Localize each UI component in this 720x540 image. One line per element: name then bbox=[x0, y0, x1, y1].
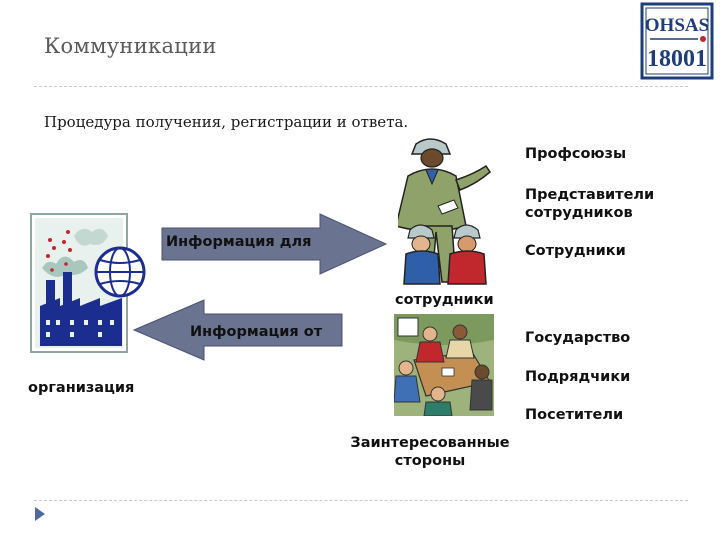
workers-label-representatives: Представители сотрудников bbox=[525, 187, 655, 221]
stakeholders-label-contractors: Подрядчики bbox=[525, 369, 631, 385]
logo-line2: 18001 bbox=[647, 46, 707, 72]
logo-line1: OHSAS bbox=[645, 15, 709, 36]
slide-title: Коммуникации bbox=[44, 34, 217, 58]
arrow-out-label: Информация от bbox=[190, 324, 323, 340]
stakeholders-caption-line1: Заинтересованные bbox=[350, 435, 510, 451]
workers-label-unions: Профсоюзы bbox=[525, 146, 627, 162]
arrow-left-to-organization bbox=[132, 298, 344, 362]
ohsas-logo: OHSAS 18001 bbox=[640, 2, 716, 82]
stakeholders-label-government: Государство bbox=[525, 330, 631, 346]
arrow-in-label-cont: сотрудники bbox=[395, 292, 494, 308]
bottom-divider bbox=[34, 500, 688, 501]
meeting-illustration bbox=[394, 314, 494, 416]
workers-illustration bbox=[398, 136, 502, 286]
nav-triangle-icon[interactable] bbox=[34, 506, 46, 522]
workers-label-employees: Сотрудники bbox=[525, 243, 626, 259]
stakeholders-caption-line2: стороны bbox=[394, 453, 466, 469]
arrow-in-label: Информация для bbox=[166, 234, 312, 250]
stakeholders-label-visitors: Посетители bbox=[525, 407, 624, 423]
arrow-right-to-workers bbox=[160, 212, 388, 276]
top-divider bbox=[34, 86, 688, 87]
slide-subtitle: Процедура получения, регистрации и ответ… bbox=[44, 113, 409, 131]
arrow-out-label-cont: организация bbox=[28, 380, 135, 396]
factory-globe-illustration bbox=[30, 210, 150, 356]
